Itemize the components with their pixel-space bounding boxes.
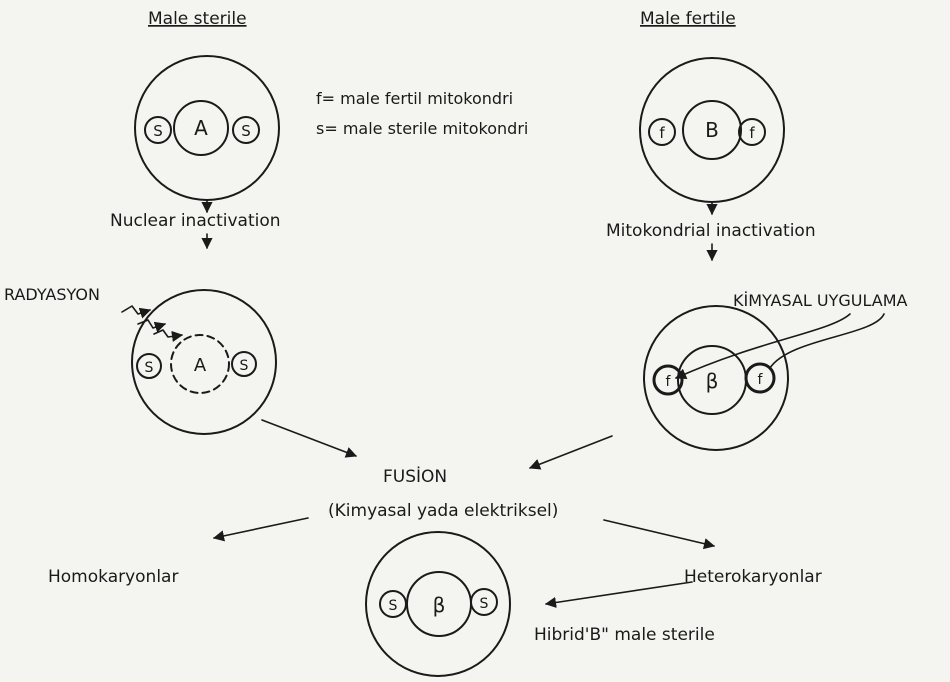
mito-label: S (389, 598, 398, 614)
arrow-to-fusion-right (528, 435, 613, 470)
mito-label: S (480, 596, 489, 612)
heading-male-sterile: Male sterile (148, 9, 247, 29)
legend-fertile: f= male fertil mitokondri (316, 89, 513, 108)
arrow-to-heterokaryons (603, 519, 716, 550)
arrow-to-homokaryons (212, 517, 309, 542)
heading-male-fertile: Male fertile (640, 9, 736, 29)
arrow-chemical-1 (674, 313, 851, 379)
arrow-chemical-2 (769, 313, 885, 369)
label-radiation: RADYASYON (4, 285, 100, 304)
mito-label: f (659, 124, 665, 142)
cell-male-sterile: A S S (134, 55, 280, 201)
fusion-subtitle: (Kimyasal yada elektriksel) (328, 501, 558, 521)
cell-chemically-treated: β f f (643, 305, 789, 451)
nucleus-label: B (705, 118, 719, 142)
label-heterokaryons: Heterokaryonlar (684, 567, 822, 587)
label-nuclear-inactivation: Nuclear inactivation (110, 211, 281, 231)
mito-label: f (749, 124, 755, 142)
mito-label: S (145, 360, 154, 376)
mito-label: f (666, 374, 672, 390)
radiation-rays (121, 305, 184, 342)
cell-hybrid: β S S (365, 531, 511, 677)
label-chemical-treatment: KİMYASAL UYGULAMA (733, 291, 908, 310)
label-hybrid: Hibrid'B" male sterile (534, 625, 715, 645)
mito-label: S (153, 122, 163, 140)
mito-label: S (241, 122, 251, 140)
nucleus-label: β (433, 593, 446, 617)
nucleus-label: A (194, 355, 207, 376)
arrow-to-fusion-left (261, 419, 358, 458)
label-homokaryons: Homokaryonlar (48, 567, 178, 587)
fusion-title: FUSİON (383, 466, 447, 487)
label-mitochondrial-inactivation: Mitokondrial inactivation (606, 221, 816, 241)
arrow-to-hybrid (544, 581, 693, 609)
legend-sterile: s= male sterile mitokondri (316, 119, 528, 138)
mito-label: S (240, 358, 249, 374)
cell-male-fertile: B f f (639, 57, 785, 203)
cell-irradiated: A S S (131, 289, 277, 435)
mito-label: f (758, 372, 764, 388)
nucleus-label: A (194, 116, 208, 140)
nucleus-label: β (706, 369, 719, 393)
